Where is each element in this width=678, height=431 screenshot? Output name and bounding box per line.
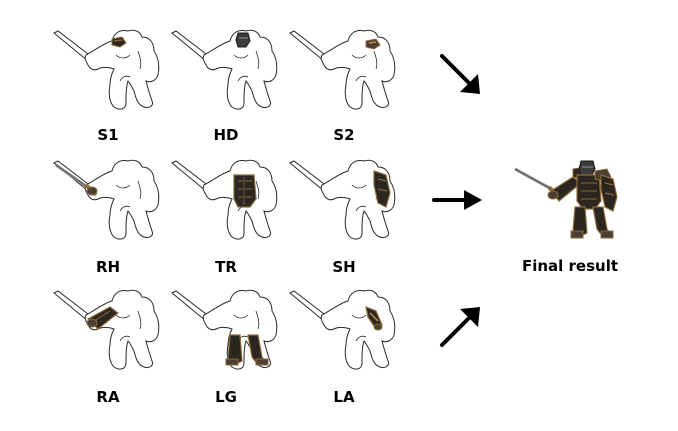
part-label-la: LA [333,388,355,406]
part-right-hand-overlay [55,163,98,197]
part-label-tr: TR [215,258,237,276]
part-shield-overlay [373,170,391,208]
sprite-part-s2 [286,25,406,125]
sprite-part-rh [50,155,170,255]
part-label-s1: S1 [97,126,119,144]
part-right-arm-overlay [86,306,119,330]
arrow-down-right-icon [432,48,492,108]
armored-knight-image [514,160,618,239]
part-label-ra: RA [96,388,120,406]
sprite-part-tr [168,155,288,255]
knight-outline-s2 [289,29,396,110]
knight-outline-tr [171,159,278,240]
final-result-sprite [505,155,635,250]
knight-outline-la [289,289,396,370]
sprite-part-la [286,285,406,385]
part-label-sh: SH [332,258,356,276]
part-shoulder-1-overlay [111,36,127,48]
part-torso-overlay [233,174,257,208]
arrow-right-icon [430,170,490,230]
sprite-part-hd [168,25,288,125]
sprite-part-ra [50,285,170,385]
sprite-part-s1 [50,25,170,125]
sprite-part-lg [168,285,288,385]
knight-outline-ra [53,289,160,370]
knight-outline-hd [171,29,278,110]
sprite-part-sh [286,155,406,255]
knight-outline-sh [289,159,396,240]
part-label-hd: HD [213,126,239,144]
knight-outline-lg [171,289,278,370]
part-label-s2: S2 [333,126,355,144]
part-legs-overlay [225,334,269,366]
part-head-overlay [235,32,251,48]
part-label-lg: LG [215,388,237,406]
knight-outline-rh [53,159,160,240]
part-left-arm-overlay [365,306,383,331]
final-result-label: Final result [521,257,619,275]
arrow-up-right-icon [432,295,492,355]
part-shoulder-2-overlay [365,38,381,50]
part-label-rh: RH [95,258,121,276]
knight-outline-s1 [53,29,160,110]
